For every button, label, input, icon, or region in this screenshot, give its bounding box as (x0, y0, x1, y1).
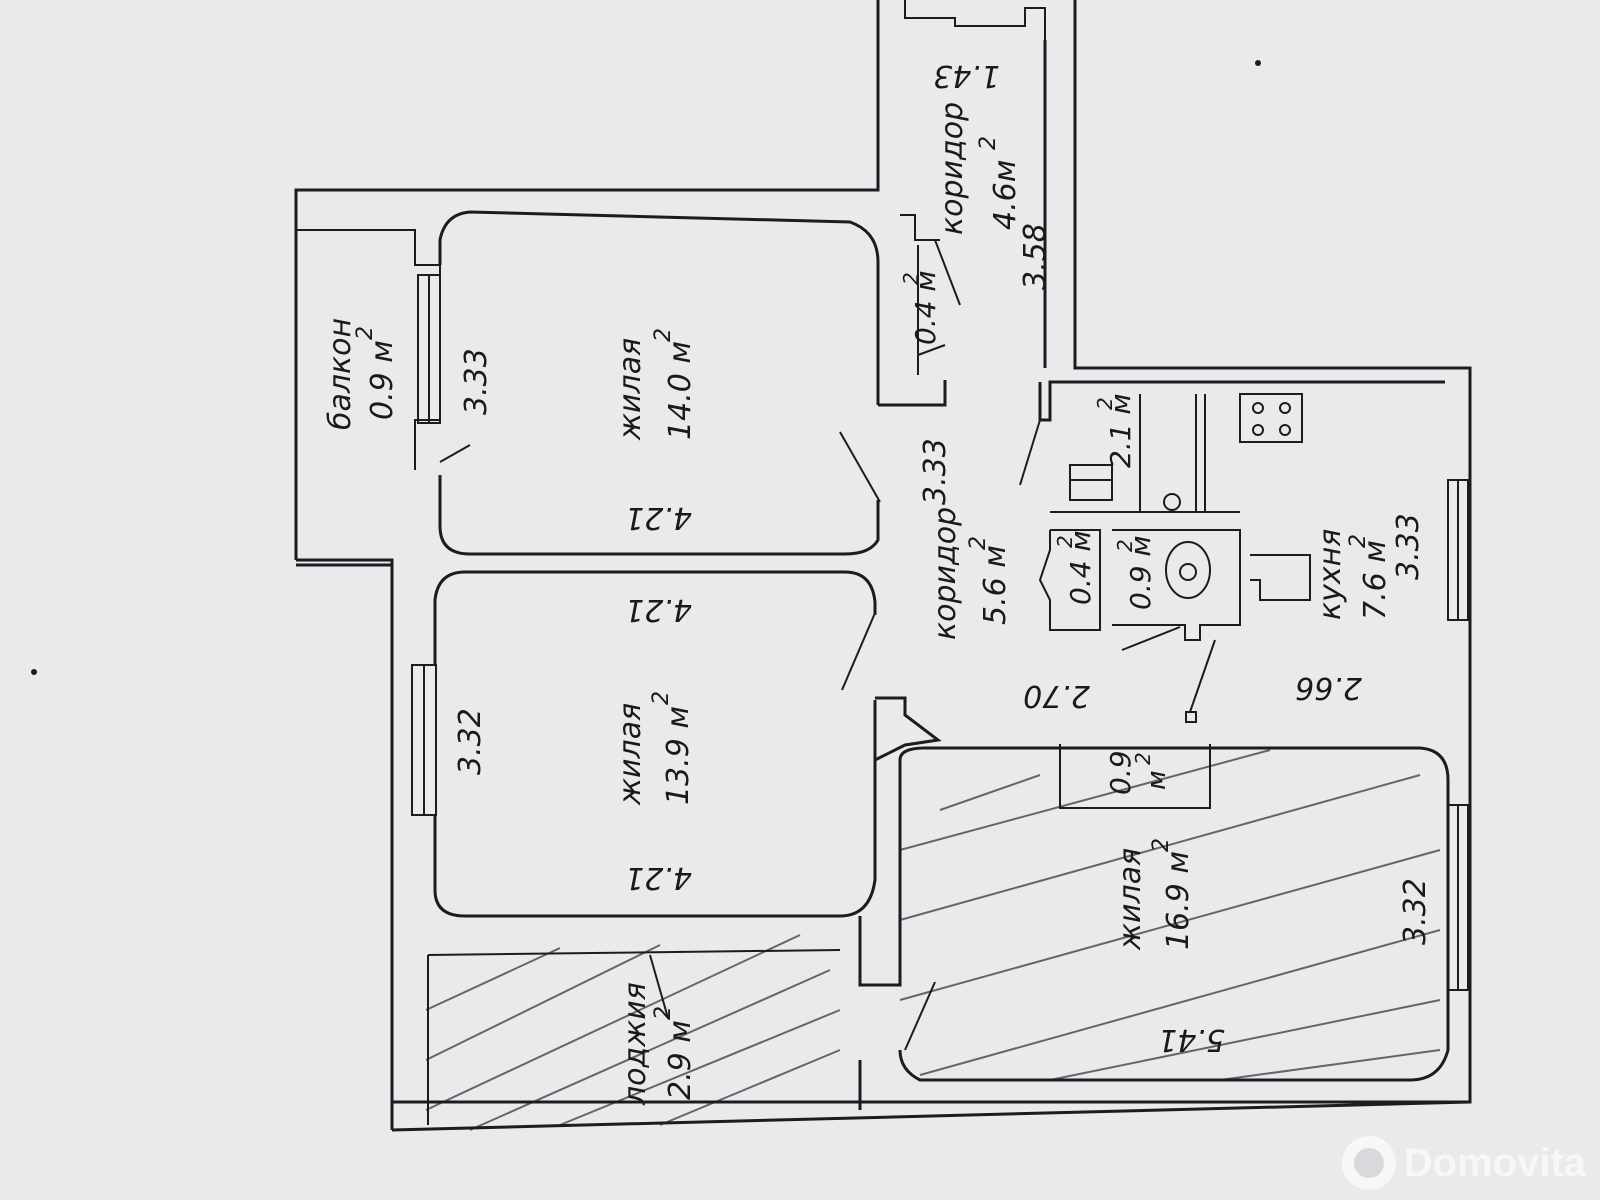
closet-top-sup: 2 (899, 272, 923, 285)
dim-1-43: 1.43 (933, 58, 1000, 93)
dim-3-58: 3.58 (1018, 223, 1053, 290)
dim-2-70: 2.70 (1023, 678, 1090, 713)
wc-area: 0.9 м (1124, 535, 1157, 610)
hatching (425, 749, 1441, 1131)
domovita-logo-icon (1341, 1136, 1396, 1190)
room-balcony-sup: 2 (353, 326, 378, 340)
wc-sup: 2 (1113, 539, 1137, 552)
wardrobe-area: 0.9 (1104, 750, 1137, 795)
room-kitchen-area: 7.6 м (1358, 540, 1393, 620)
room-middle-sup: 2 (649, 691, 674, 705)
bathroom-sup: 2 (1093, 397, 1117, 410)
closet-small-sup: 2 (1053, 535, 1077, 548)
wardrobe-unit: м (1142, 770, 1172, 790)
room-corridor-top-name: коридор (935, 102, 970, 235)
room-balcony-area: 0.9 м (365, 340, 400, 420)
room-large-area: 16.9 м (1161, 851, 1196, 950)
room-loggia-sup: 2 (651, 1006, 676, 1020)
dim-3-33-room-top: 3.33 (918, 438, 953, 505)
dim-2-66: 2.66 (1295, 670, 1362, 705)
dim-3-33-balcony: 3.33 (459, 348, 494, 415)
room-top-area: 14.0 м (663, 341, 698, 440)
room-balcony-name: балкон (323, 318, 358, 430)
outer-walls (294, 0, 1472, 1132)
watermark: Domovita (1341, 1136, 1586, 1190)
wardrobe-sup: 2 (1131, 752, 1155, 765)
bathroom-area: 2.1 м (1104, 393, 1137, 468)
room-corridor-top-area: 4.6м (988, 160, 1023, 230)
closet-small-area: 0.4 м (1064, 530, 1097, 605)
dim-3-33-kitchen: 3.33 (1391, 513, 1426, 580)
room-loggia-area: 2.9 м (663, 1020, 698, 1100)
room-corridor-main-area: 5.6 м (978, 545, 1013, 625)
room-large-name: жилая (1113, 848, 1148, 951)
room-corridor-main-sup: 2 (966, 536, 991, 550)
dim-4-21-a: 4.21 (625, 500, 692, 535)
room-middle-outline (433, 570, 877, 918)
room-loggia-name: лоджия (618, 982, 653, 1106)
dim-5-41: 5.41 (1158, 1022, 1225, 1057)
speck (1255, 60, 1261, 66)
room-large-sup: 2 (1149, 838, 1174, 852)
dim-4-21-b: 4.21 (625, 592, 692, 627)
room-middle-area: 13.9 м (661, 706, 696, 805)
closet-top-area: 0.4 м (909, 270, 942, 345)
room-corridor-top-sup: 2 (976, 136, 1001, 150)
room-kitchen-name: кухня (1313, 529, 1348, 620)
room-corridor-main-name: коридор (928, 507, 963, 640)
room-top-outline (438, 210, 880, 556)
watermark-text: Domovita (1403, 1140, 1586, 1185)
speck (31, 669, 37, 675)
room-top-sup: 2 (651, 328, 676, 342)
room-kitchen-sup: 2 (1346, 534, 1371, 548)
room-top-name: жилая (613, 338, 648, 441)
bath-block (1019, 380, 1469, 723)
dim-3-32-right: 3.32 (1398, 878, 1433, 945)
closet-top (900, 214, 961, 375)
dim-4-21-c: 4.21 (625, 860, 692, 895)
dim-3-32-left: 3.32 (453, 708, 488, 775)
wardrobe-outline (1059, 744, 1211, 809)
room-middle-name: жилая (613, 703, 648, 806)
loggia-outline (427, 916, 902, 1125)
